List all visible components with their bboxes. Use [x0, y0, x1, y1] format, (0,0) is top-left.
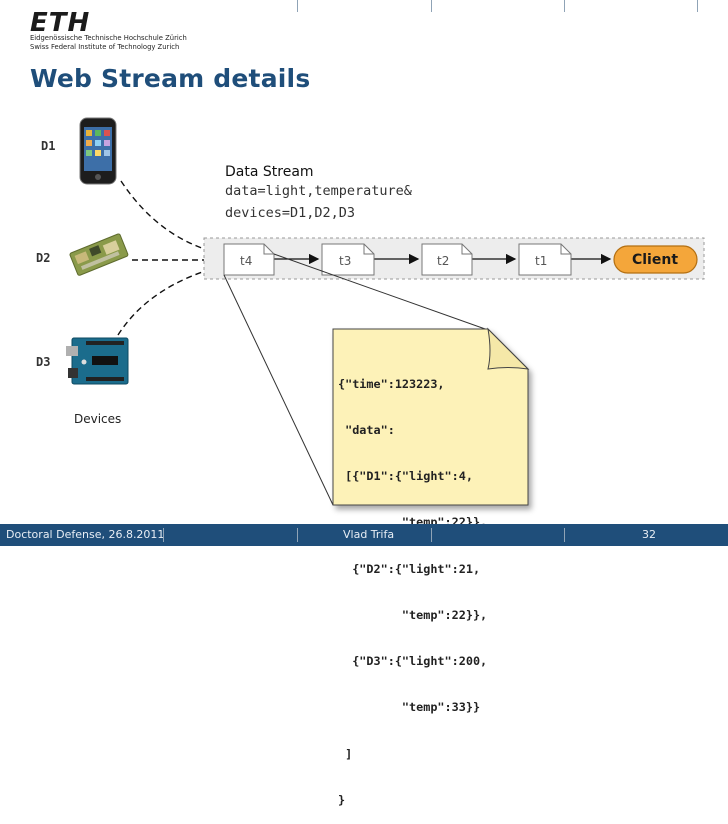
- footer-divider: [564, 528, 565, 542]
- footer-divider: [431, 528, 432, 542]
- data-stream-title: Data Stream: [225, 164, 314, 180]
- footer-divider: [163, 528, 164, 542]
- token-t2: t2: [421, 243, 473, 276]
- slide-title: Web Stream details: [30, 64, 311, 93]
- client-node: Client: [613, 245, 698, 274]
- footer-divider: [297, 528, 298, 542]
- client-label: Client: [632, 252, 678, 268]
- json-line: "temp":33}}: [338, 700, 481, 715]
- json-line: {"time":123223,: [338, 376, 445, 391]
- devices-caption: Devices: [74, 412, 122, 426]
- sensor-board-icon: [69, 233, 129, 276]
- token-t1: t1: [518, 243, 572, 276]
- json-line: ]: [338, 746, 353, 761]
- json-content: {"time":123223, "data": [{"D1":{"light":…: [338, 346, 487, 824]
- token-label: t1: [535, 254, 547, 268]
- institution-name-en: Swiss Federal Institute of Technology Zu…: [30, 43, 180, 51]
- header-divider: [697, 0, 698, 12]
- page-number: 32: [642, 528, 656, 541]
- json-line: "data":: [338, 423, 395, 438]
- eth-logo: ETH: [30, 8, 91, 38]
- data-stream-query-line1: data=light,temperature&: [225, 183, 412, 199]
- footer-author: Vlad Trifa: [343, 528, 395, 541]
- json-document: [332, 328, 529, 506]
- token-label: t2: [437, 254, 449, 268]
- token-label: t4: [240, 254, 252, 268]
- device-label-d1: D1: [41, 139, 56, 153]
- zoom-line: [223, 274, 334, 506]
- json-line: [{"D1":{"light":4,: [338, 469, 473, 484]
- footer-bar: [0, 524, 728, 546]
- json-line: {"D3":{"light":200,: [338, 654, 488, 669]
- json-line: {"D2":{"light":21,: [338, 561, 481, 576]
- institution-name-de: Eidgenössische Technische Hochschule Zür…: [30, 34, 187, 42]
- stream-diagram: t4 t3 t2 t1 Client: [66, 117, 705, 506]
- json-line: }: [338, 792, 346, 807]
- document-fold: [487, 327, 530, 370]
- iphone-icon: [79, 117, 117, 185]
- header-divider: [431, 0, 432, 12]
- device-label-d2: D2: [36, 251, 51, 265]
- device-label-d3: D3: [36, 355, 51, 369]
- zoom-line: [273, 253, 489, 331]
- token-label: t3: [339, 254, 351, 268]
- header-divider: [564, 0, 565, 12]
- data-stream-query-line2: devices=D1,D2,D3: [225, 205, 356, 221]
- token-t3: t3: [321, 243, 375, 276]
- footer-event: Doctoral Defense, 26.8.2011: [6, 528, 165, 541]
- json-line: "temp":22}},: [338, 607, 488, 622]
- arduino-icon: [66, 337, 129, 385]
- header-divider: [297, 0, 298, 12]
- token-t4: t4: [223, 243, 275, 276]
